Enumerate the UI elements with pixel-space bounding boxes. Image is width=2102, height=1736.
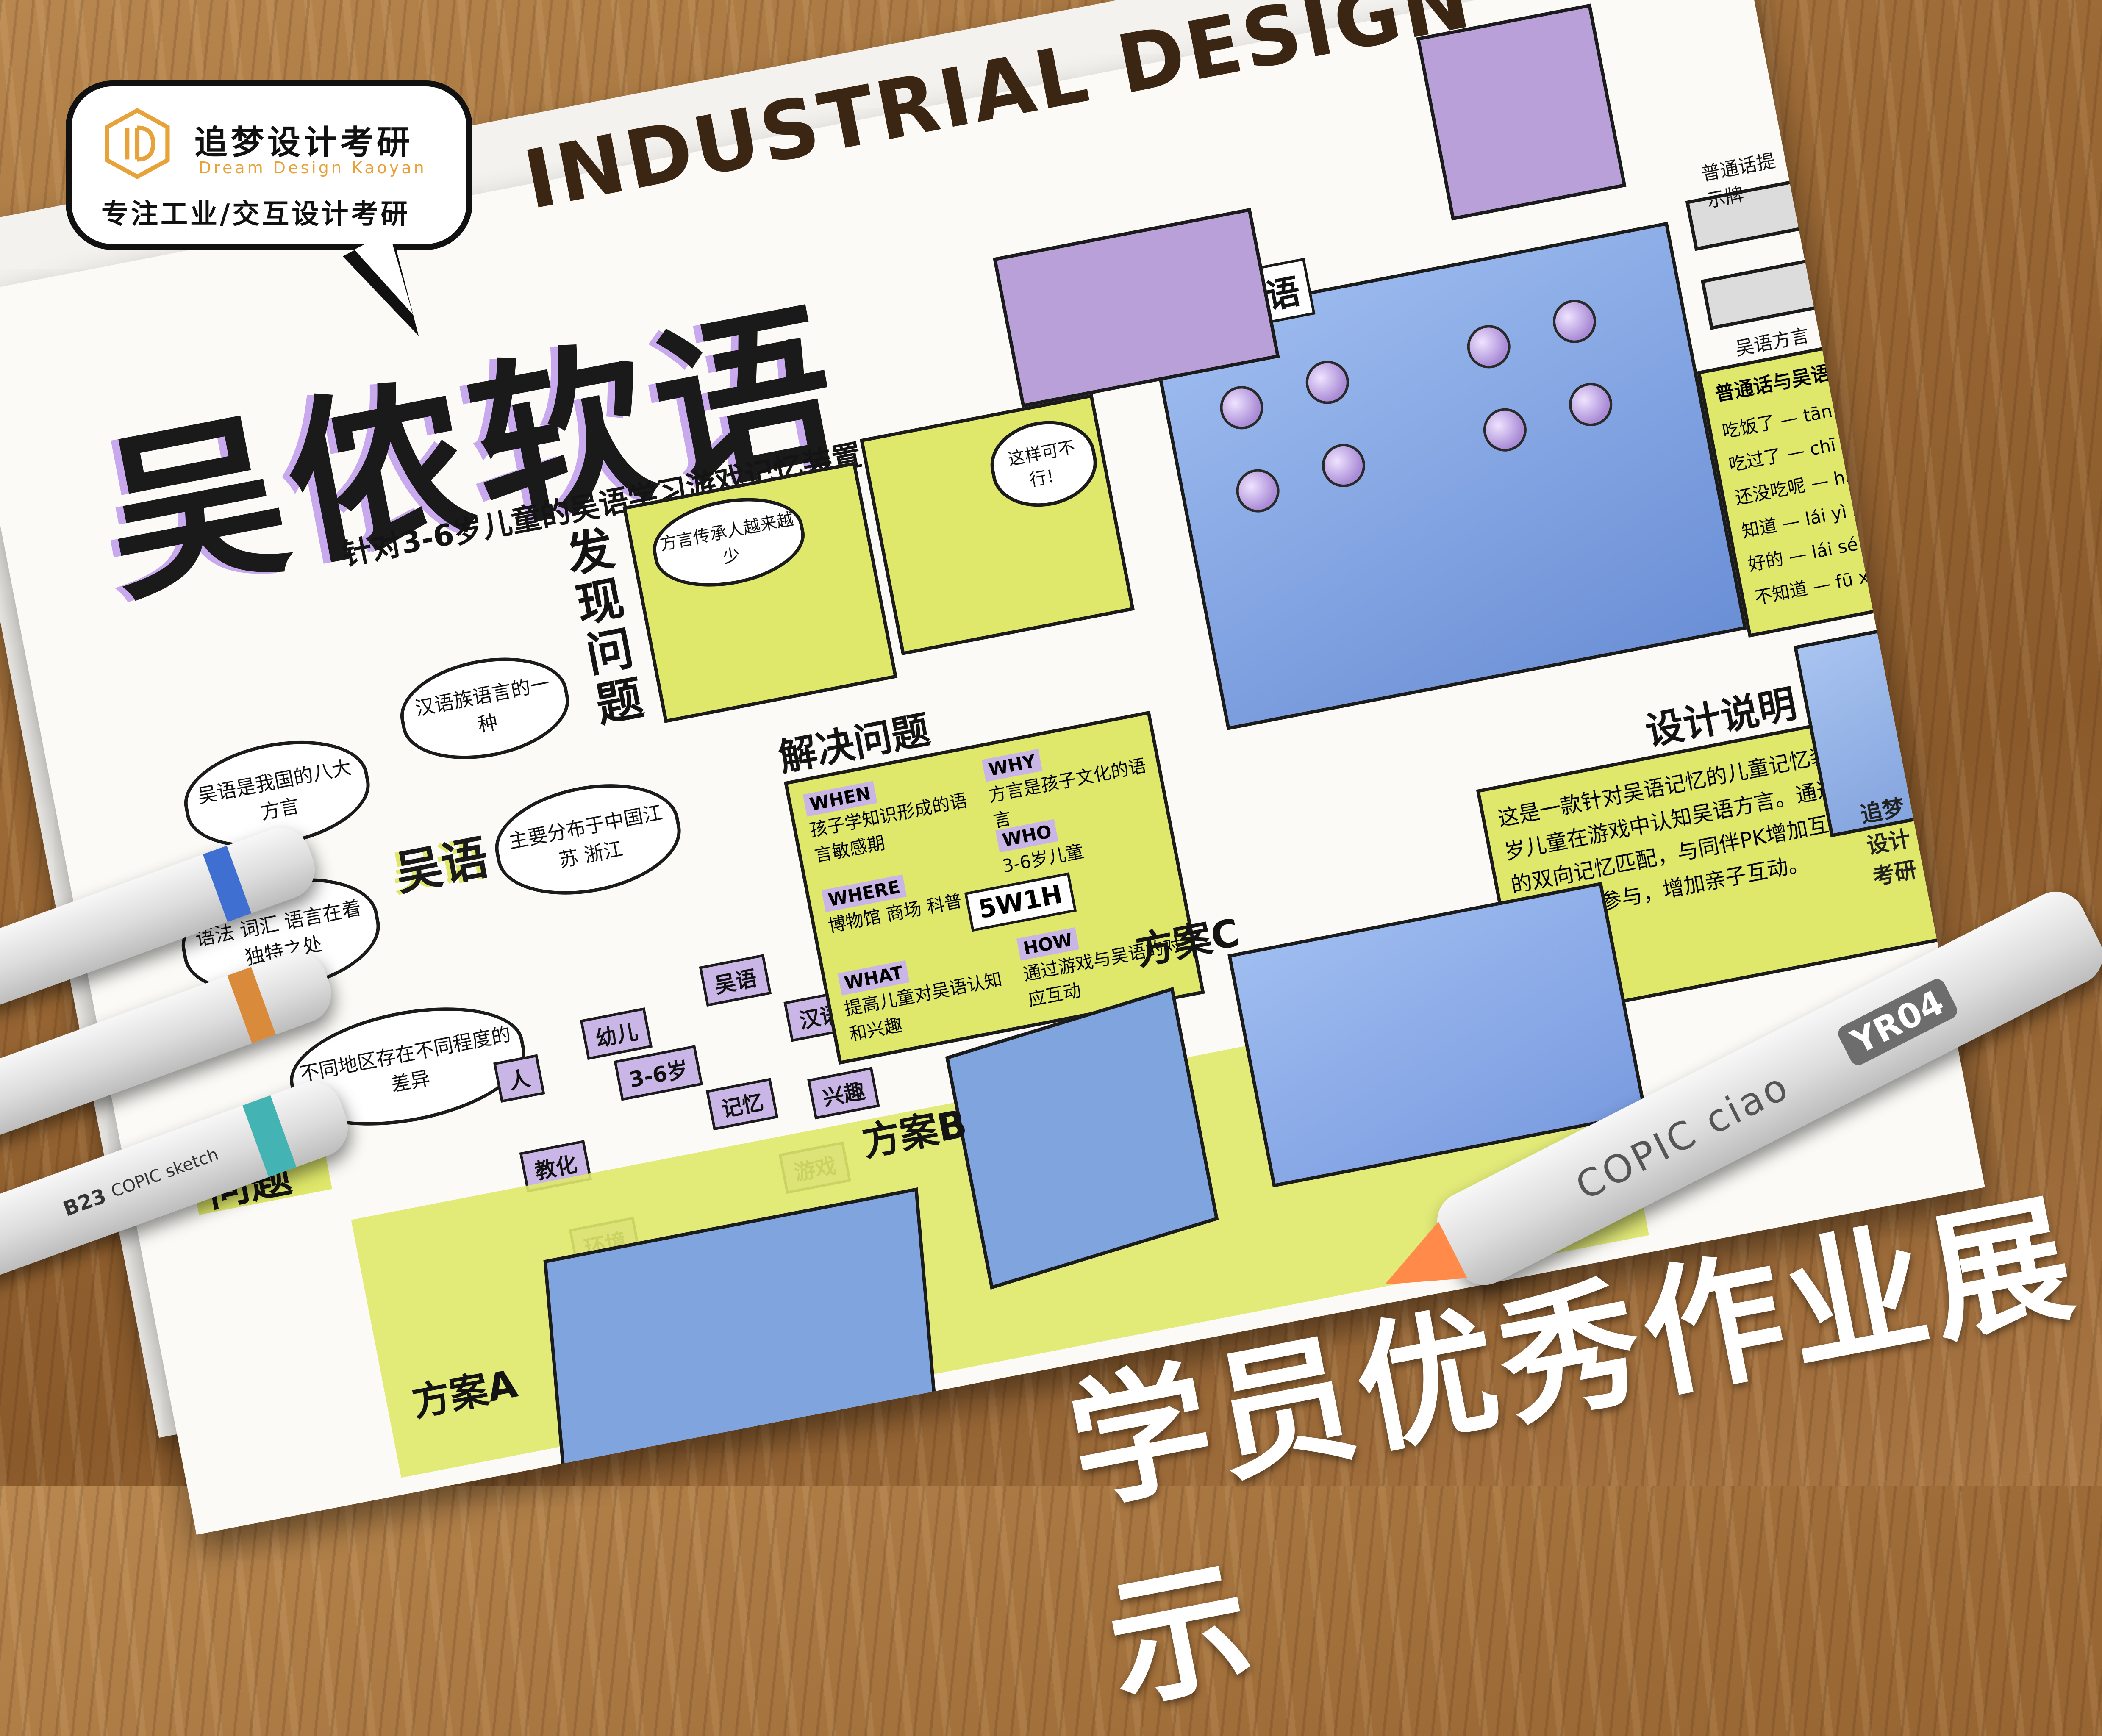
table-pinyin: lái yì sī	[1803, 497, 1868, 530]
device-button	[1216, 382, 1267, 433]
logo-slogan: 专注工业/交互设计考研	[101, 199, 411, 230]
logo-mark-icon	[105, 108, 170, 180]
device-button	[1565, 379, 1616, 430]
comic-panel-2	[860, 394, 1135, 656]
marker-cap-teal	[242, 1095, 297, 1177]
device-button	[1463, 321, 1514, 372]
w1h-item-where: WHERE 博物馆 商场 科普	[821, 860, 989, 937]
wu-language-label: 吴语	[391, 830, 493, 901]
bubble-han-language: 汉语族语言的一种	[392, 644, 578, 773]
mind-node-0: 人	[493, 1054, 545, 1103]
mind-node-2: 3-6岁	[614, 1045, 703, 1101]
table-pinyin: hái fēn chī lēi	[1832, 446, 1953, 490]
table-wu: 好的	[1746, 548, 1785, 575]
device-button	[1318, 440, 1369, 491]
bubble-distribution: 主要分布于中国江苏 浙江	[486, 769, 690, 910]
w1h-item-when: WHEN 孩子学知识形成的语言敏感期	[802, 764, 975, 867]
table-pinyin: tān ā chī lēi	[1801, 386, 1908, 427]
table-wu: 吃饭了	[1720, 411, 1777, 442]
device-button	[1549, 296, 1600, 347]
hint-board-bottom	[1700, 247, 1877, 330]
device-button	[1232, 465, 1283, 516]
table-pinyin: chī gó zāi	[1808, 423, 1895, 460]
logo-title: 追梦设计考研	[194, 124, 414, 162]
table-wu: 知道	[1740, 514, 1779, 542]
mind-node-7: 记忆	[705, 1078, 779, 1131]
marker-cap-blue	[203, 846, 252, 922]
mind-node-1: 幼儿	[580, 1007, 653, 1060]
marker-code-left: B23	[60, 1184, 110, 1221]
table-pinyin: lái sé	[1810, 533, 1860, 563]
logo-subtitle: Dream Design Kaoyan	[199, 158, 427, 177]
mind-node-5: 吴语	[699, 954, 772, 1007]
comparison-table: 普通话与吴语对应表 吃饭了 — tān ā chī lēi 吃过了 — chī …	[1697, 315, 1985, 638]
marker-brand-left: COPIC sketch	[108, 1144, 221, 1202]
device-button	[1302, 357, 1353, 408]
logo-card: 追梦设计考研 Dream Design Kaoyan 专注工业/交互设计考研	[66, 80, 472, 250]
table-wu: 还没吃呢	[1733, 474, 1808, 509]
table-pinyin: fū xiǎo dé	[1833, 555, 1925, 593]
marker-cap-orange	[227, 967, 276, 1043]
device-button	[1480, 404, 1530, 455]
w1h-item-what: WHAT 提高儿童对吴语认知和兴趣	[837, 943, 1010, 1046]
table-wu: 不知道	[1752, 577, 1809, 609]
table-wu: 吃过了	[1727, 444, 1783, 475]
